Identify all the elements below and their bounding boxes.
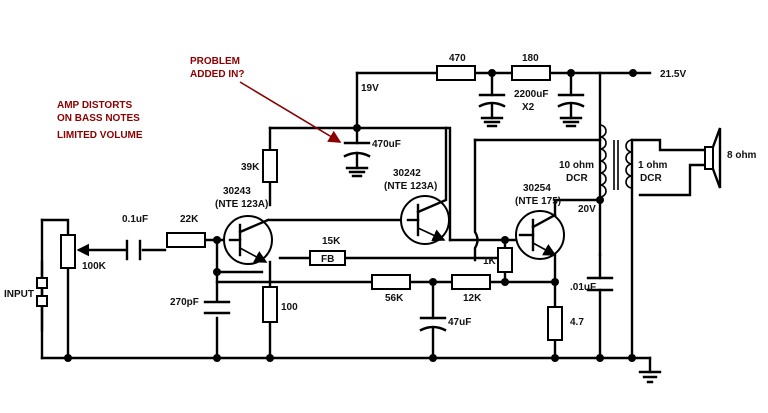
resistor-180 (511, 65, 551, 81)
capacitor-01uf (586, 253, 614, 292)
input-jack (36, 260, 48, 332)
label-q2-part: 30242 (393, 168, 421, 179)
label-r12k: 12K (463, 293, 482, 304)
capacitor-47uf (419, 316, 447, 332)
resistor-12k (451, 274, 491, 290)
capacitor-470uf (343, 126, 371, 178)
capacitor-0-1uf (125, 239, 142, 261)
label-c47uf: 47uF (448, 317, 471, 328)
label-xfmr-sec-1: 1 ohm (638, 160, 668, 171)
transistor-q1-30243 (223, 215, 273, 265)
label-xfmr-pri-1: 10 ohm (559, 160, 594, 171)
speaker (704, 127, 722, 189)
label-r1k: 1K (483, 256, 497, 267)
label-c2200: 2200uF (514, 89, 548, 100)
label-r56k: 56K (385, 293, 404, 304)
label-r180: 180 (522, 53, 539, 64)
label-19v: 19V (361, 83, 379, 94)
label-r100: 100 (281, 302, 298, 313)
label-c-01uf: .01uF (570, 282, 596, 293)
symptom-note-1: AMP DISTORTS (57, 100, 133, 111)
symptom-note-3: LIMITED VOLUME (57, 130, 143, 141)
label-x2: X2 (522, 102, 535, 113)
resistor-4-7 (547, 306, 563, 341)
resistor-22k (166, 232, 206, 248)
label-c01uf: 0.1uF (122, 214, 148, 225)
label-q3-nte: (NTE 175) (515, 196, 561, 207)
label-q3-part: 30254 (523, 183, 551, 194)
symptom-note-2: ON BASS NOTES (57, 113, 140, 124)
resistor-56k (371, 274, 411, 290)
transistor-q3-30254 (515, 210, 565, 260)
label-r15k: 15K (322, 236, 341, 247)
label-20v: 20V (578, 204, 596, 215)
label-xfmr-pri-2: DCR (566, 173, 588, 184)
label-input: INPUT (4, 289, 34, 300)
label-q1-nte: (NTE 123A) (215, 199, 268, 210)
resistor-39k (262, 149, 278, 183)
component-labels: 19V 21.5V 20V 470 180 2200uF X2 470uF 39… (4, 53, 757, 328)
label-r100k: 100K (82, 261, 107, 272)
problem-note-1: PROBLEM (190, 56, 240, 67)
potentiometer-100k (60, 234, 100, 269)
label-c470uf: 470uF (372, 139, 401, 150)
capacitor-270pf (203, 300, 231, 315)
label-fb: FB (321, 254, 334, 265)
label-q1-part: 30243 (223, 186, 251, 197)
transistor-q2-30242 (400, 126, 450, 245)
notes: PROBLEM ADDED IN? AMP DISTORTS ON BASS N… (57, 56, 244, 141)
label-r22k: 22K (180, 214, 199, 225)
problem-note-2: ADDED IN? (190, 69, 244, 80)
label-q2-nte: (NTE 123A) (384, 181, 437, 192)
capacitor-2200uf-a (478, 71, 506, 128)
output-transformer (599, 124, 633, 198)
label-r470: 470 (449, 53, 466, 64)
label-r4-7: 4.7 (570, 317, 584, 328)
label-xfmr-sec-2: DCR (640, 173, 662, 184)
resistor-1k (497, 247, 513, 273)
resistor-470 (436, 65, 476, 81)
resistor-15k-fb (309, 250, 346, 266)
label-r39k: 39K (241, 162, 260, 173)
resistor-100 (262, 286, 278, 323)
ground-icon (638, 370, 662, 384)
label-c270pf: 270pF (170, 297, 199, 308)
capacitor-2200uf-b (557, 71, 585, 128)
label-speaker: 8 ohm (727, 150, 757, 161)
problem-arrow (239, 81, 342, 143)
label-21-5v: 21.5V (660, 69, 686, 80)
